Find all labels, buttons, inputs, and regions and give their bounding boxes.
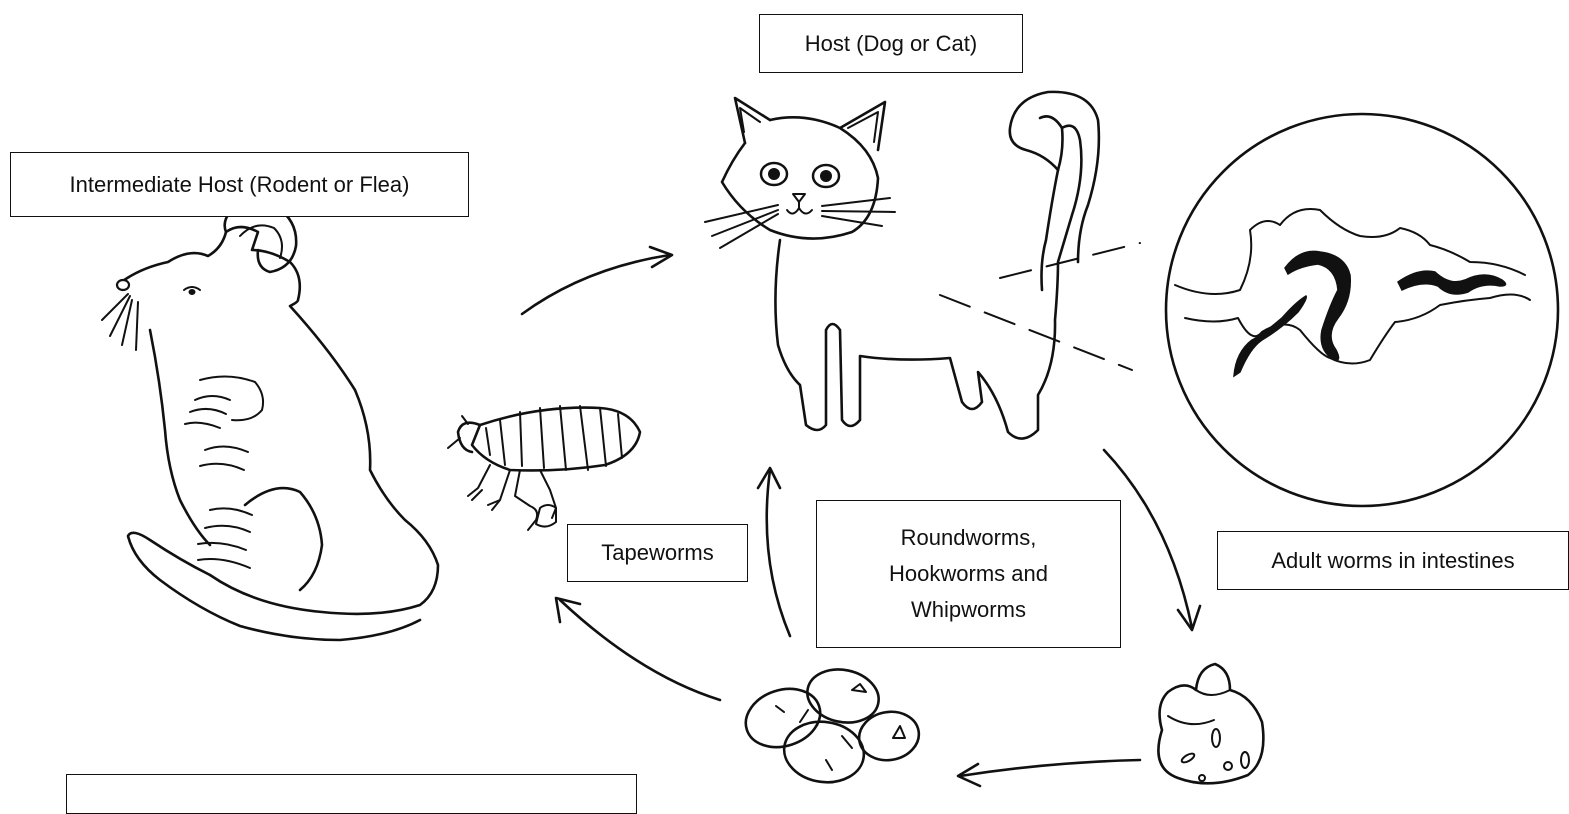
arrow-eggs-to-intermediate: [560, 600, 720, 700]
eggs-illustration: [738, 663, 923, 787]
arrow-rodent-to-host: [522, 255, 670, 314]
host-label: Host (Dog or Cat): [805, 29, 977, 59]
host-label-box: Host (Dog or Cat): [759, 14, 1023, 73]
roundworms-label-box: Roundworms, Hookworms and Whipworms: [816, 500, 1121, 648]
intermediate-host-label-box: Intermediate Host (Rodent or Flea): [10, 152, 469, 217]
tapeworms-label-box: Tapeworms: [567, 524, 748, 582]
bottom-label-box: [66, 774, 637, 814]
adult-worms-label: Adult worms in intestines: [1271, 546, 1514, 576]
adult-worms-label-box: Adult worms in intestines: [1217, 531, 1569, 590]
arrow-eggs-to-host: [767, 470, 790, 636]
intestine-magnified-view: [1166, 114, 1558, 506]
flea-illustration: [448, 406, 640, 530]
intermediate-host-label: Intermediate Host (Rodent or Flea): [70, 170, 410, 200]
feces-illustration: [1158, 664, 1263, 783]
tapeworms-label: Tapeworms: [601, 538, 713, 568]
roundworms-label-line-2: Hookworms and: [889, 556, 1048, 592]
cat-illustration: [705, 92, 1099, 439]
arrow-feces-to-eggs: [960, 760, 1140, 776]
roundworms-label-line-1: Roundworms,: [901, 520, 1037, 556]
roundworms-label-line-3: Whipworms: [911, 592, 1026, 628]
magnify-connector-lines: [940, 243, 1140, 370]
life-cycle-diagram: [0, 0, 1569, 792]
mouse-illustration: [102, 205, 438, 640]
